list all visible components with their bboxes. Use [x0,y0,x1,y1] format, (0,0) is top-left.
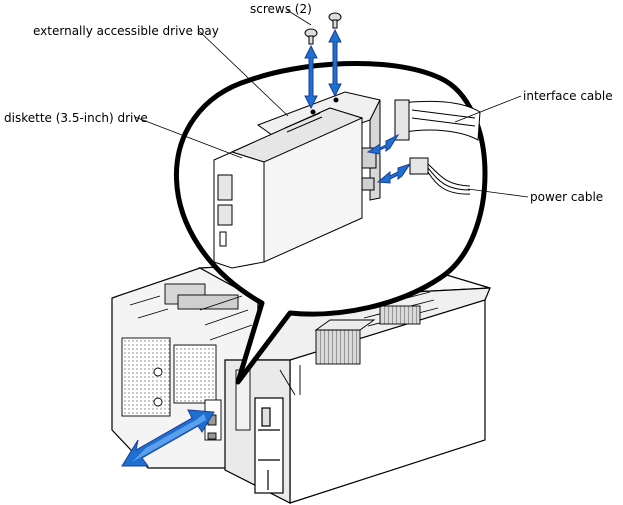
interface-connector-arrow [366,133,400,155]
screw-icon [304,12,342,115]
interface-cable-label: interface cable [523,89,613,103]
diskette-drive-label: diskette (3.5-inch) drive [4,111,148,125]
power-cable-label: power cable [530,190,604,204]
chassis-interior-detail [121,283,439,441]
screw-arrow-left [304,44,318,110]
screws-label: screws (2) [250,2,312,16]
power-cable [409,157,471,195]
computer-chassis [111,257,491,504]
screw-arrow-right [328,28,342,98]
power-connector-arrow [376,163,412,184]
drive-bay-assembly [213,91,381,269]
drive-bay-label: externally accessible drive bay [33,24,219,38]
leader-lines [134,9,529,198]
interface-cable [394,99,481,141]
